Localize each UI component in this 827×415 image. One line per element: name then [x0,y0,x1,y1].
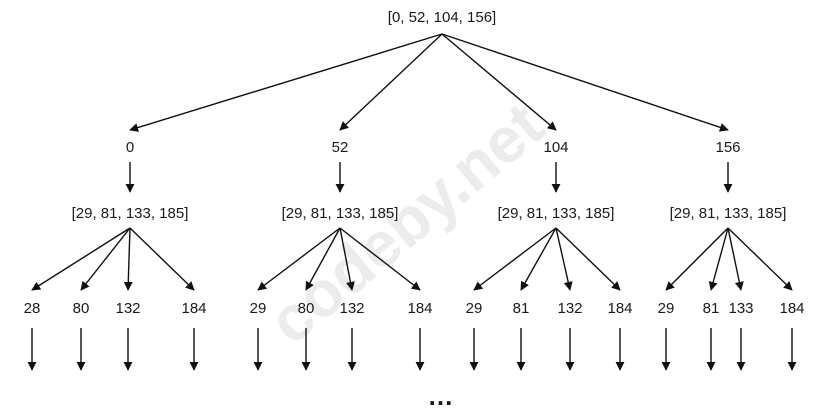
watermark: codeby.net [255,89,556,358]
edge-list-to-leaf-3-0 [665,227,729,291]
leaf-node-label: 132 [339,300,364,317]
level1-node-label: 0 [126,139,134,156]
edge-list-to-leaf-0-3 [129,227,195,291]
edge-list-to-leaf-2-1 [520,227,557,291]
list-node-label: [29, 81, 133, 185] [72,205,189,222]
leaf-node-label: 184 [779,300,804,317]
leaf-node-label: 80 [73,300,90,317]
leaf-node-label: 80 [298,300,315,317]
edge-list-to-leaf-1-1 [305,227,341,291]
leaf-node-label: 29 [466,300,483,317]
edge-list-to-leaf-1-0 [257,227,341,291]
leaf-node-label: 29 [658,300,675,317]
edge-root-to-node-3 [441,33,729,132]
leaf-node-label: 29 [250,300,267,317]
leaf-node-label: 133 [728,300,753,317]
edge-list-to-leaf-3-2 [727,227,744,291]
leaf-node-label: 81 [703,300,720,317]
leaf-node-label: 132 [115,300,140,317]
level1-node-label: 104 [543,139,568,156]
list-node-label: [29, 81, 133, 185] [282,205,399,222]
edge-list-to-leaf-0-0 [31,227,131,291]
leaf-node-label: 184 [181,300,206,317]
edge-list-to-leaf-1-2 [339,227,355,291]
edge-root-to-node-2 [441,33,557,131]
leaf-node-label: 132 [557,300,582,317]
edge-list-to-leaf-3-3 [727,227,793,291]
list-node-label: [29, 81, 133, 185] [498,205,615,222]
list-node-label: [29, 81, 133, 185] [670,205,787,222]
leaf-node-label: 81 [513,300,530,317]
leaf-node-label: 28 [24,300,41,317]
level1-node-label: 52 [332,139,349,156]
root-node-label: [0, 52, 104, 156] [388,9,496,26]
edge-list-to-leaf-0-2 [123,227,133,291]
level1-node-label: 156 [715,139,740,156]
leaf-node-label: 184 [407,300,432,317]
edge-list-to-leaf-3-1 [708,227,729,291]
edge-list-to-leaf-2-0 [473,227,557,291]
edge-list-to-leaf-2-3 [555,227,621,291]
edge-root-to-node-0 [129,33,443,132]
edge-root-to-node-1 [339,33,443,131]
edge-list-to-leaf-2-2 [555,227,573,291]
edge-list-to-leaf-1-3 [339,227,421,291]
edges-layer [27,33,797,371]
nodes-layer: 0 [29, 81, 133, 185] 28 80 132 184 52 [29, 81, … [24,139,805,317]
ellipsis: ... [429,381,454,411]
leaf-node-label: 184 [607,300,632,317]
edge-list-to-leaf-0-1 [80,227,131,291]
